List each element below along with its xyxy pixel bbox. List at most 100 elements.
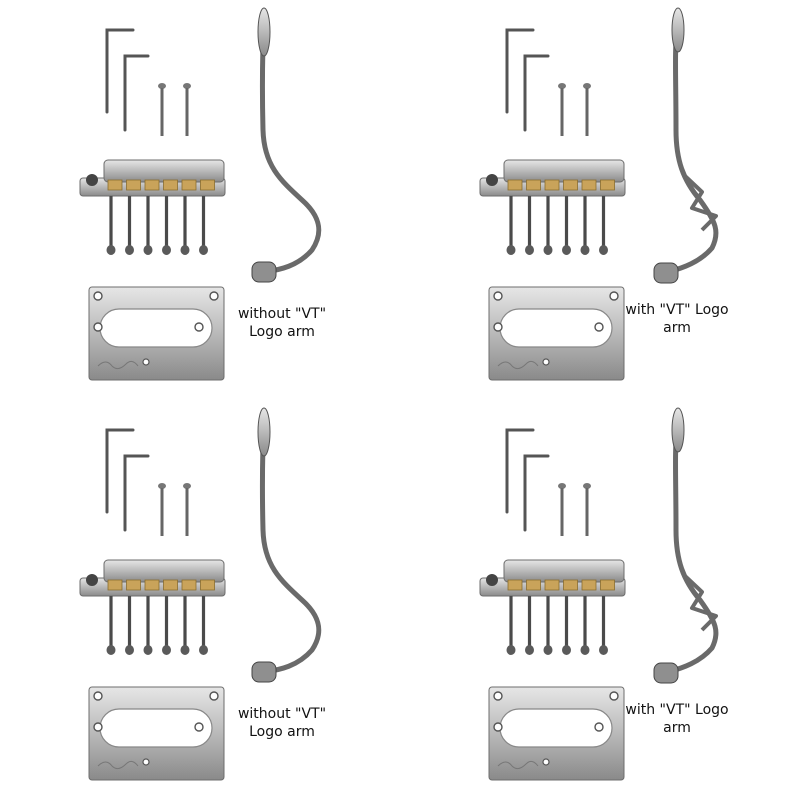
screw-head-1 [558, 83, 566, 89]
tremolo-arm [259, 17, 322, 275]
spring-end-6 [199, 245, 208, 255]
allen-key-short [523, 454, 550, 532]
spring-end-1 [506, 245, 516, 255]
saddle-4 [163, 579, 178, 591]
vt-logo-arm-detail [683, 174, 718, 232]
bridge-pivot [86, 174, 98, 186]
tremolo-arm [665, 15, 719, 275]
saddle-2 [126, 579, 141, 591]
mount-hole-1 [93, 691, 103, 701]
arm-collar [251, 261, 277, 283]
bridge-block [503, 159, 625, 183]
spring-end-5 [580, 245, 590, 255]
allen-key-short [123, 454, 150, 532]
saddle-4 [163, 179, 178, 191]
saddle-1 [107, 579, 123, 591]
panel-caption: with "VT" Logo arm [622, 701, 732, 737]
product-illustration [479, 7, 719, 381]
spring-end-5 [180, 245, 190, 255]
caption-line-2: Logo arm [249, 724, 315, 740]
panel-top-left: without "VT" Logo arm [0, 0, 400, 400]
saddle-6 [200, 179, 215, 191]
logo-mark [97, 360, 139, 370]
mount-hole-5 [542, 758, 550, 766]
allen-key-long [105, 428, 135, 514]
product-illustration [479, 407, 719, 781]
spring-end-3 [143, 245, 153, 255]
spring-end-3 [143, 645, 153, 655]
allen-key-long [105, 28, 135, 114]
saddle-3 [544, 179, 560, 191]
spring-end-3 [543, 645, 553, 655]
saddle-5 [581, 579, 597, 591]
screw-head-2 [183, 483, 191, 489]
spring-end-4 [162, 645, 171, 655]
spring-end-5 [180, 645, 190, 655]
mount-hole-2 [609, 291, 619, 301]
mount-hole-4 [194, 322, 204, 332]
saddle-6 [200, 579, 215, 591]
bridge-pivot [86, 574, 98, 586]
mount-hole-3 [93, 322, 103, 332]
spring-end-2 [125, 245, 134, 255]
caption-line-1: without "VT" [237, 706, 327, 722]
spring-end-6 [599, 645, 608, 655]
saddle-6 [600, 579, 615, 591]
allen-key-long [505, 428, 535, 514]
arm-collar [653, 262, 679, 284]
caption-line-1: with "VT" Logo [625, 702, 729, 718]
spring-end-4 [562, 245, 571, 255]
spring-end-1 [506, 645, 516, 655]
mount-hole-5 [142, 758, 150, 766]
spring-end-2 [525, 245, 534, 255]
saddle-2 [526, 179, 541, 191]
saddle-1 [107, 179, 123, 191]
saddle-3 [544, 579, 560, 591]
mount-hole-2 [209, 691, 219, 701]
spring-end-4 [162, 245, 171, 255]
mount-hole-5 [142, 358, 150, 366]
mount-hole-1 [493, 291, 503, 301]
product-illustration [79, 7, 322, 381]
spring-end-4 [562, 645, 571, 655]
arm-tip [671, 7, 685, 53]
spring-end-1 [106, 645, 116, 655]
saddle-3 [144, 179, 160, 191]
caption-line-2: Logo arm [249, 324, 315, 340]
logo-mark [497, 760, 539, 770]
mount-hole-3 [493, 322, 503, 332]
saddle-6 [600, 179, 615, 191]
screw-head-1 [158, 83, 166, 89]
spring-end-2 [125, 645, 134, 655]
caption-line-1: with "VT" Logo [625, 302, 729, 318]
screw-head-1 [158, 483, 166, 489]
mount-hole-3 [493, 722, 503, 732]
panel-caption: with "VT" Logo arm [622, 301, 732, 337]
spring-end-1 [106, 245, 116, 255]
bridge-block [103, 559, 225, 583]
bridge-pivot [486, 174, 498, 186]
panel-top-right: with "VT" Logo arm [400, 0, 800, 400]
saddle-1 [507, 579, 523, 591]
mount-hole-2 [209, 291, 219, 301]
spring-end-2 [525, 645, 534, 655]
mount-hole-3 [93, 722, 103, 732]
bridge-pivot [486, 574, 498, 586]
panel-bottom-left: without "VT" Logo arm [0, 400, 400, 800]
mount-hole-4 [594, 722, 604, 732]
caption-line-2: arm [663, 320, 691, 336]
bridge-block [103, 159, 225, 183]
arm-tip [257, 7, 271, 57]
caption-line-2: arm [663, 720, 691, 736]
panel-caption: without "VT" Logo arm [232, 705, 332, 741]
mount-hole-4 [594, 322, 604, 332]
screw-head-2 [583, 483, 591, 489]
arm-collar [653, 662, 679, 684]
saddle-1 [507, 179, 523, 191]
panel-bottom-right: with "VT" Logo arm [400, 400, 800, 800]
saddle-3 [144, 579, 160, 591]
spring-end-6 [199, 645, 208, 655]
allen-key-short [123, 54, 150, 132]
mount-hole-2 [609, 691, 619, 701]
spring-end-6 [599, 245, 608, 255]
